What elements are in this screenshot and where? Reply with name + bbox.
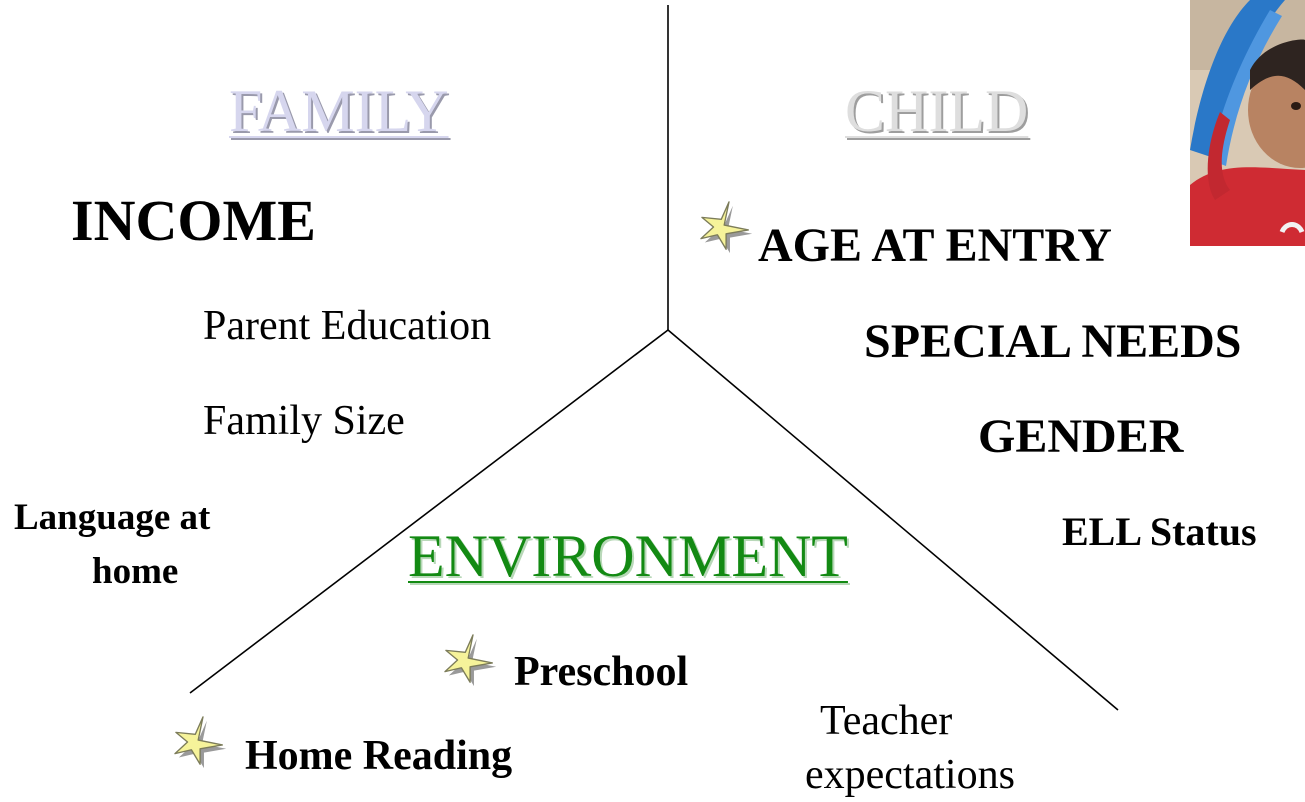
special-needs-label: SPECIAL NEEDS xyxy=(864,315,1242,368)
family-size-label: Family Size xyxy=(203,398,405,444)
income-label: INCOME xyxy=(71,188,316,253)
star-icon xyxy=(444,634,497,687)
star-icon xyxy=(700,201,753,254)
right-diagonal-divider xyxy=(667,329,1119,711)
age-at-entry-label: AGE AT ENTRY xyxy=(758,219,1112,272)
ell-status-label: ELL Status xyxy=(1062,509,1257,554)
environment-heading: ENVIRONMENT xyxy=(408,523,848,589)
family-heading: FAMILY xyxy=(229,78,449,144)
gender-label: GENDER xyxy=(978,410,1184,463)
child-photo xyxy=(1190,0,1305,246)
teacher-expectations-line1: Teacher xyxy=(820,698,953,744)
child-heading: CHILD xyxy=(845,78,1029,144)
language-label-line1: Language at xyxy=(14,497,211,538)
language-label-line2: home xyxy=(92,551,179,592)
home-reading-label: Home Reading xyxy=(245,733,513,779)
star-icon xyxy=(174,716,227,769)
left-diagonal-divider xyxy=(189,329,669,694)
teacher-expectations-line2: expectations xyxy=(805,752,1015,798)
parent-education-label: Parent Education xyxy=(203,303,492,349)
preschool-label: Preschool xyxy=(514,649,689,695)
